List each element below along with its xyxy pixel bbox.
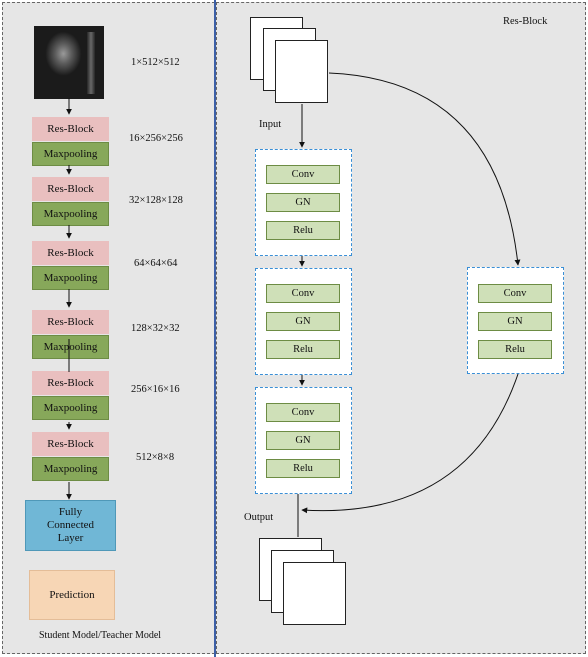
panel-divider [214,0,216,657]
res-block: Res-Block [32,310,109,334]
relu-layer: Relu [266,459,340,478]
conv-layer: Conv [266,403,340,422]
gn-layer: GN [266,193,340,212]
prediction-block: Prediction [29,570,115,620]
arrow-skip-to-output [301,373,519,514]
res-block: Res-Block [32,241,109,265]
conv-layer: Conv [478,284,552,303]
skip-conv-group: Conv GN Relu [467,267,564,374]
input-dims-label: 1×512×512 [131,57,180,68]
stage-dims-label: 256×16×16 [131,384,180,395]
stage-dims-label: 128×32×32 [131,323,180,334]
stage-dims-label: 16×256×256 [129,133,183,144]
mri-input-image [34,26,104,99]
res-block: Res-Block [32,117,109,141]
conv-layer: Conv [266,165,340,184]
relu-layer: Relu [478,340,552,359]
maxpooling-block: Maxpooling [32,335,109,359]
fc-label-line-2: Connected [46,519,95,531]
res-block-title: Res-Block [503,16,548,27]
fully-connected-layer: Fully Connected Layer [25,500,116,551]
maxpooling-block: Maxpooling [32,202,109,226]
conv-group-2: Conv GN Relu [255,268,352,375]
res-block: Res-Block [32,432,109,456]
stage-dims-label: 64×64×64 [134,258,178,269]
output-label: Output [244,512,274,523]
stage-dims-label: 32×128×128 [129,195,183,206]
fc-label-line-1: Fully [58,506,83,518]
relu-layer: Relu [266,340,340,359]
student-teacher-panel: 1×512×512 Res-Block Maxpooling 16×256×25… [2,2,215,654]
res-block-panel: Res-Block Input Conv GN Relu Conv GN Rel… [216,2,586,654]
maxpooling-block: Maxpooling [32,396,109,420]
maxpooling-block: Maxpooling [32,266,109,290]
panel-caption: Student Model/Teacher Model [39,630,162,641]
stage-dims-label: 512×8×8 [136,452,175,463]
input-label: Input [259,119,282,130]
conv-layer: Conv [266,284,340,303]
gn-layer: GN [266,312,340,331]
output-feature-map-front [283,562,346,625]
conv-group-3: Conv GN Relu [255,387,352,494]
conv-group-1: Conv GN Relu [255,149,352,256]
fc-label-line-3: Layer [57,532,84,544]
maxpooling-block: Maxpooling [32,457,109,481]
relu-layer: Relu [266,221,340,240]
gn-layer: GN [266,431,340,450]
maxpooling-block: Maxpooling [32,142,109,166]
arrow-input-to-skip [328,72,521,266]
input-feature-map-front [275,40,328,103]
res-block: Res-Block [32,371,109,395]
res-block: Res-Block [32,177,109,201]
gn-layer: GN [478,312,552,331]
